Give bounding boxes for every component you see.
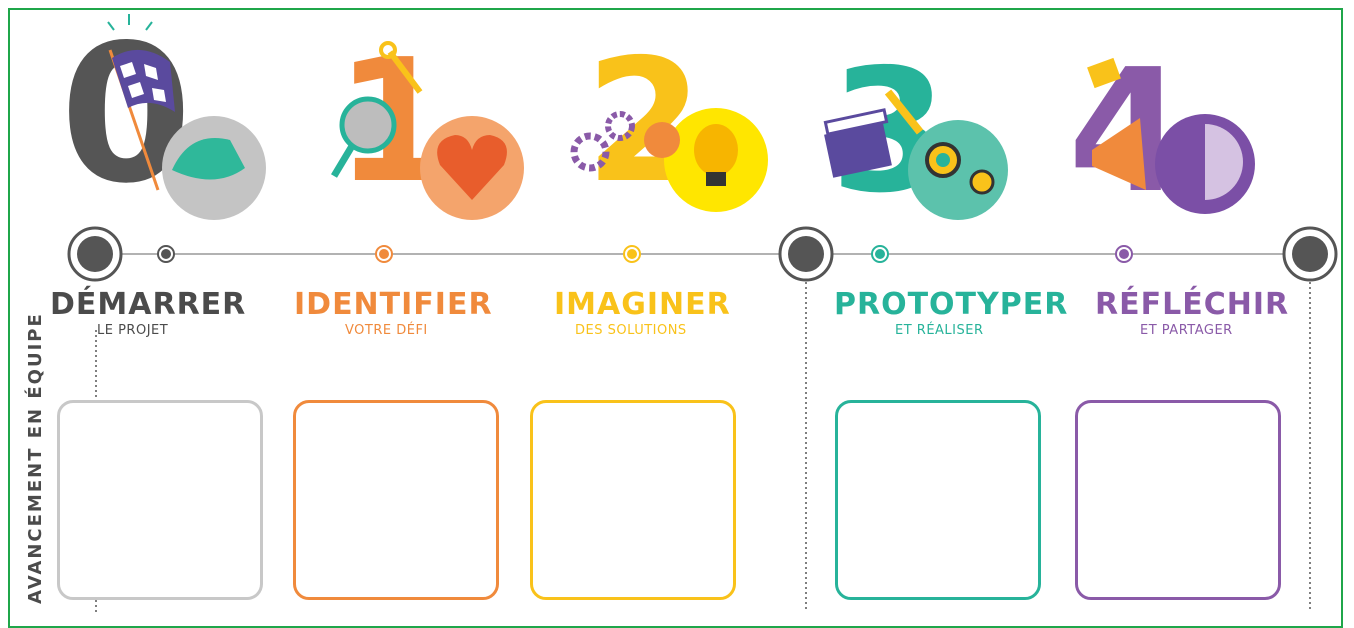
shape-icon [644,122,680,158]
illustration-layer: 0 1 2 [60,4,1338,612]
checkered-flag-icon [112,49,175,112]
stage-2-illustration: 2 [570,23,768,221]
step-dot [1115,245,1133,263]
stage-0-illustration: 0 [60,4,266,225]
stage-title-demarrer: DÉMARRER [50,287,247,322]
progress-box-identifier[interactable] [293,400,499,600]
megaphone-icon [1092,118,1146,190]
pencil-icon [884,89,924,135]
heart-magnifier-icon [330,96,397,178]
stage-title-imaginer: IMAGINER [554,287,731,322]
stage-1-illustration: 1 [330,23,524,221]
gears-circle [908,120,1008,220]
stage-subtitle-prototyper: ET RÉALISER [895,323,984,338]
speech-bubble-icon [1155,114,1255,214]
milestone-marker [1282,226,1338,282]
progress-box-reflechir[interactable] [1075,400,1281,600]
milestone-marker [778,226,834,282]
gears-icon [925,142,995,195]
side-label: AVANCEMENT EN ÉQUIPE [25,312,46,604]
progress-box-imaginer[interactable] [530,400,736,600]
spark-icon [107,14,153,31]
step-dot [375,245,393,263]
step-dot [871,245,889,263]
stage-4-illustration: 4 [1068,33,1255,231]
stage-subtitle-demarrer: LE PROJET [97,323,169,338]
stage-3-illustration: 3 [823,33,1008,231]
stage-subtitle-identifier: VOTRE DÉFI [345,323,428,338]
stage-title-prototyper: PROTOTYPER [834,287,1069,322]
milestone-marker [67,226,123,282]
stage-title-identifier: IDENTIFIER [294,287,493,322]
heart-icon [437,135,507,200]
stage-title-reflechir: RÉFLÉCHIR [1095,287,1290,322]
clapperboard-icon [823,108,892,178]
stage-subtitle-reflechir: ET PARTAGER [1140,323,1233,338]
gear-icon [570,111,635,172]
wrench-icon [379,41,423,94]
step-dot [157,245,175,263]
progress-box-demarrer[interactable] [57,400,263,600]
watering-can-icon [1087,57,1121,89]
step-dot [623,245,641,263]
lightbulb-icon [694,124,738,186]
stage-subtitle-imaginer: DES SOLUTIONS [575,323,687,338]
progress-box-prototyper[interactable] [835,400,1041,600]
